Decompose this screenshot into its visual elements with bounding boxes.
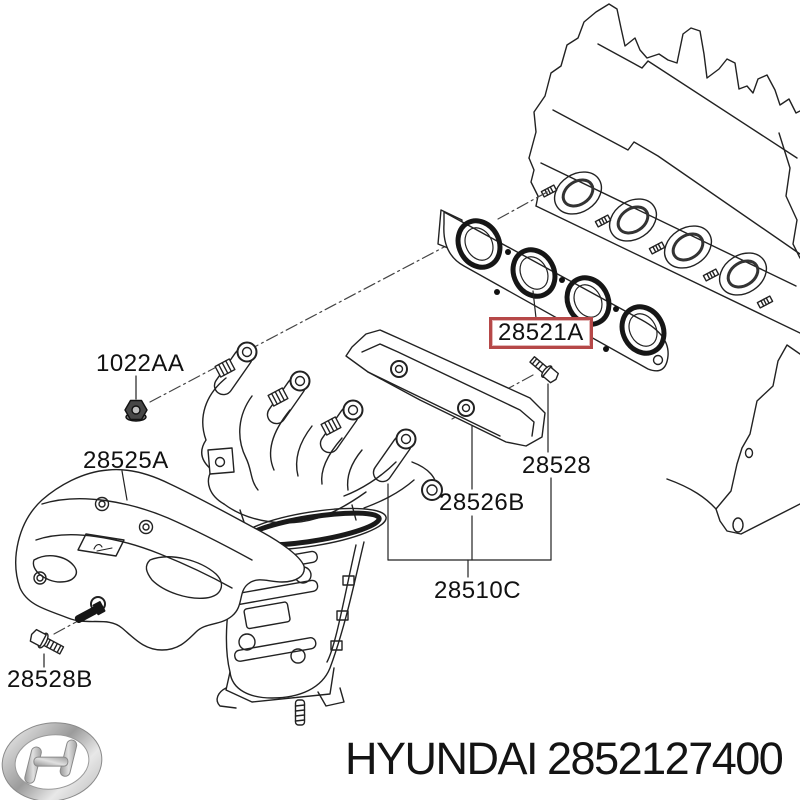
bolt-28528B-drawing (29, 628, 65, 655)
part-label-28510C: 28510C (434, 577, 522, 604)
callout-leader-lines (43, 290, 552, 668)
part-label-28521A: 28521A (498, 319, 584, 346)
shield-mounting-bolt (74, 596, 106, 624)
exhaust-manifold-drawing (201, 341, 443, 726)
manifold-flange-arms (213, 341, 417, 483)
part-label-28528: 28528 (522, 452, 592, 479)
part-label-28526B: 28526B (439, 489, 525, 516)
cylinder-head-ports (553, 171, 768, 296)
manifold-studs (214, 358, 342, 436)
part-label-28528B: 28528B (7, 666, 93, 693)
exhaust-manifold-gasket-drawing (437, 209, 669, 372)
nut-1022AA-drawing (124, 399, 148, 422)
part-label-28525A: 28525A (83, 447, 169, 474)
part-number: 2852127400 (547, 733, 784, 784)
bolt-28528-drawing (529, 356, 559, 384)
heat-shield-lower-drawing (15, 468, 305, 651)
brand-name: HYUNDAI (345, 733, 539, 784)
part-label-1022AA: 1022AA (96, 350, 185, 377)
highlighted-part-box-28521A: 28521A (489, 317, 593, 349)
engine-block-drawing (528, 3, 800, 535)
gasket-port-openings (455, 218, 667, 356)
converter-stud (294, 699, 306, 726)
hot-surface-warning-label (77, 533, 125, 557)
heat-shield-upper-drawing (345, 329, 546, 447)
engine-stud-bolts (540, 184, 774, 309)
hyundai-logo (1, 722, 103, 800)
